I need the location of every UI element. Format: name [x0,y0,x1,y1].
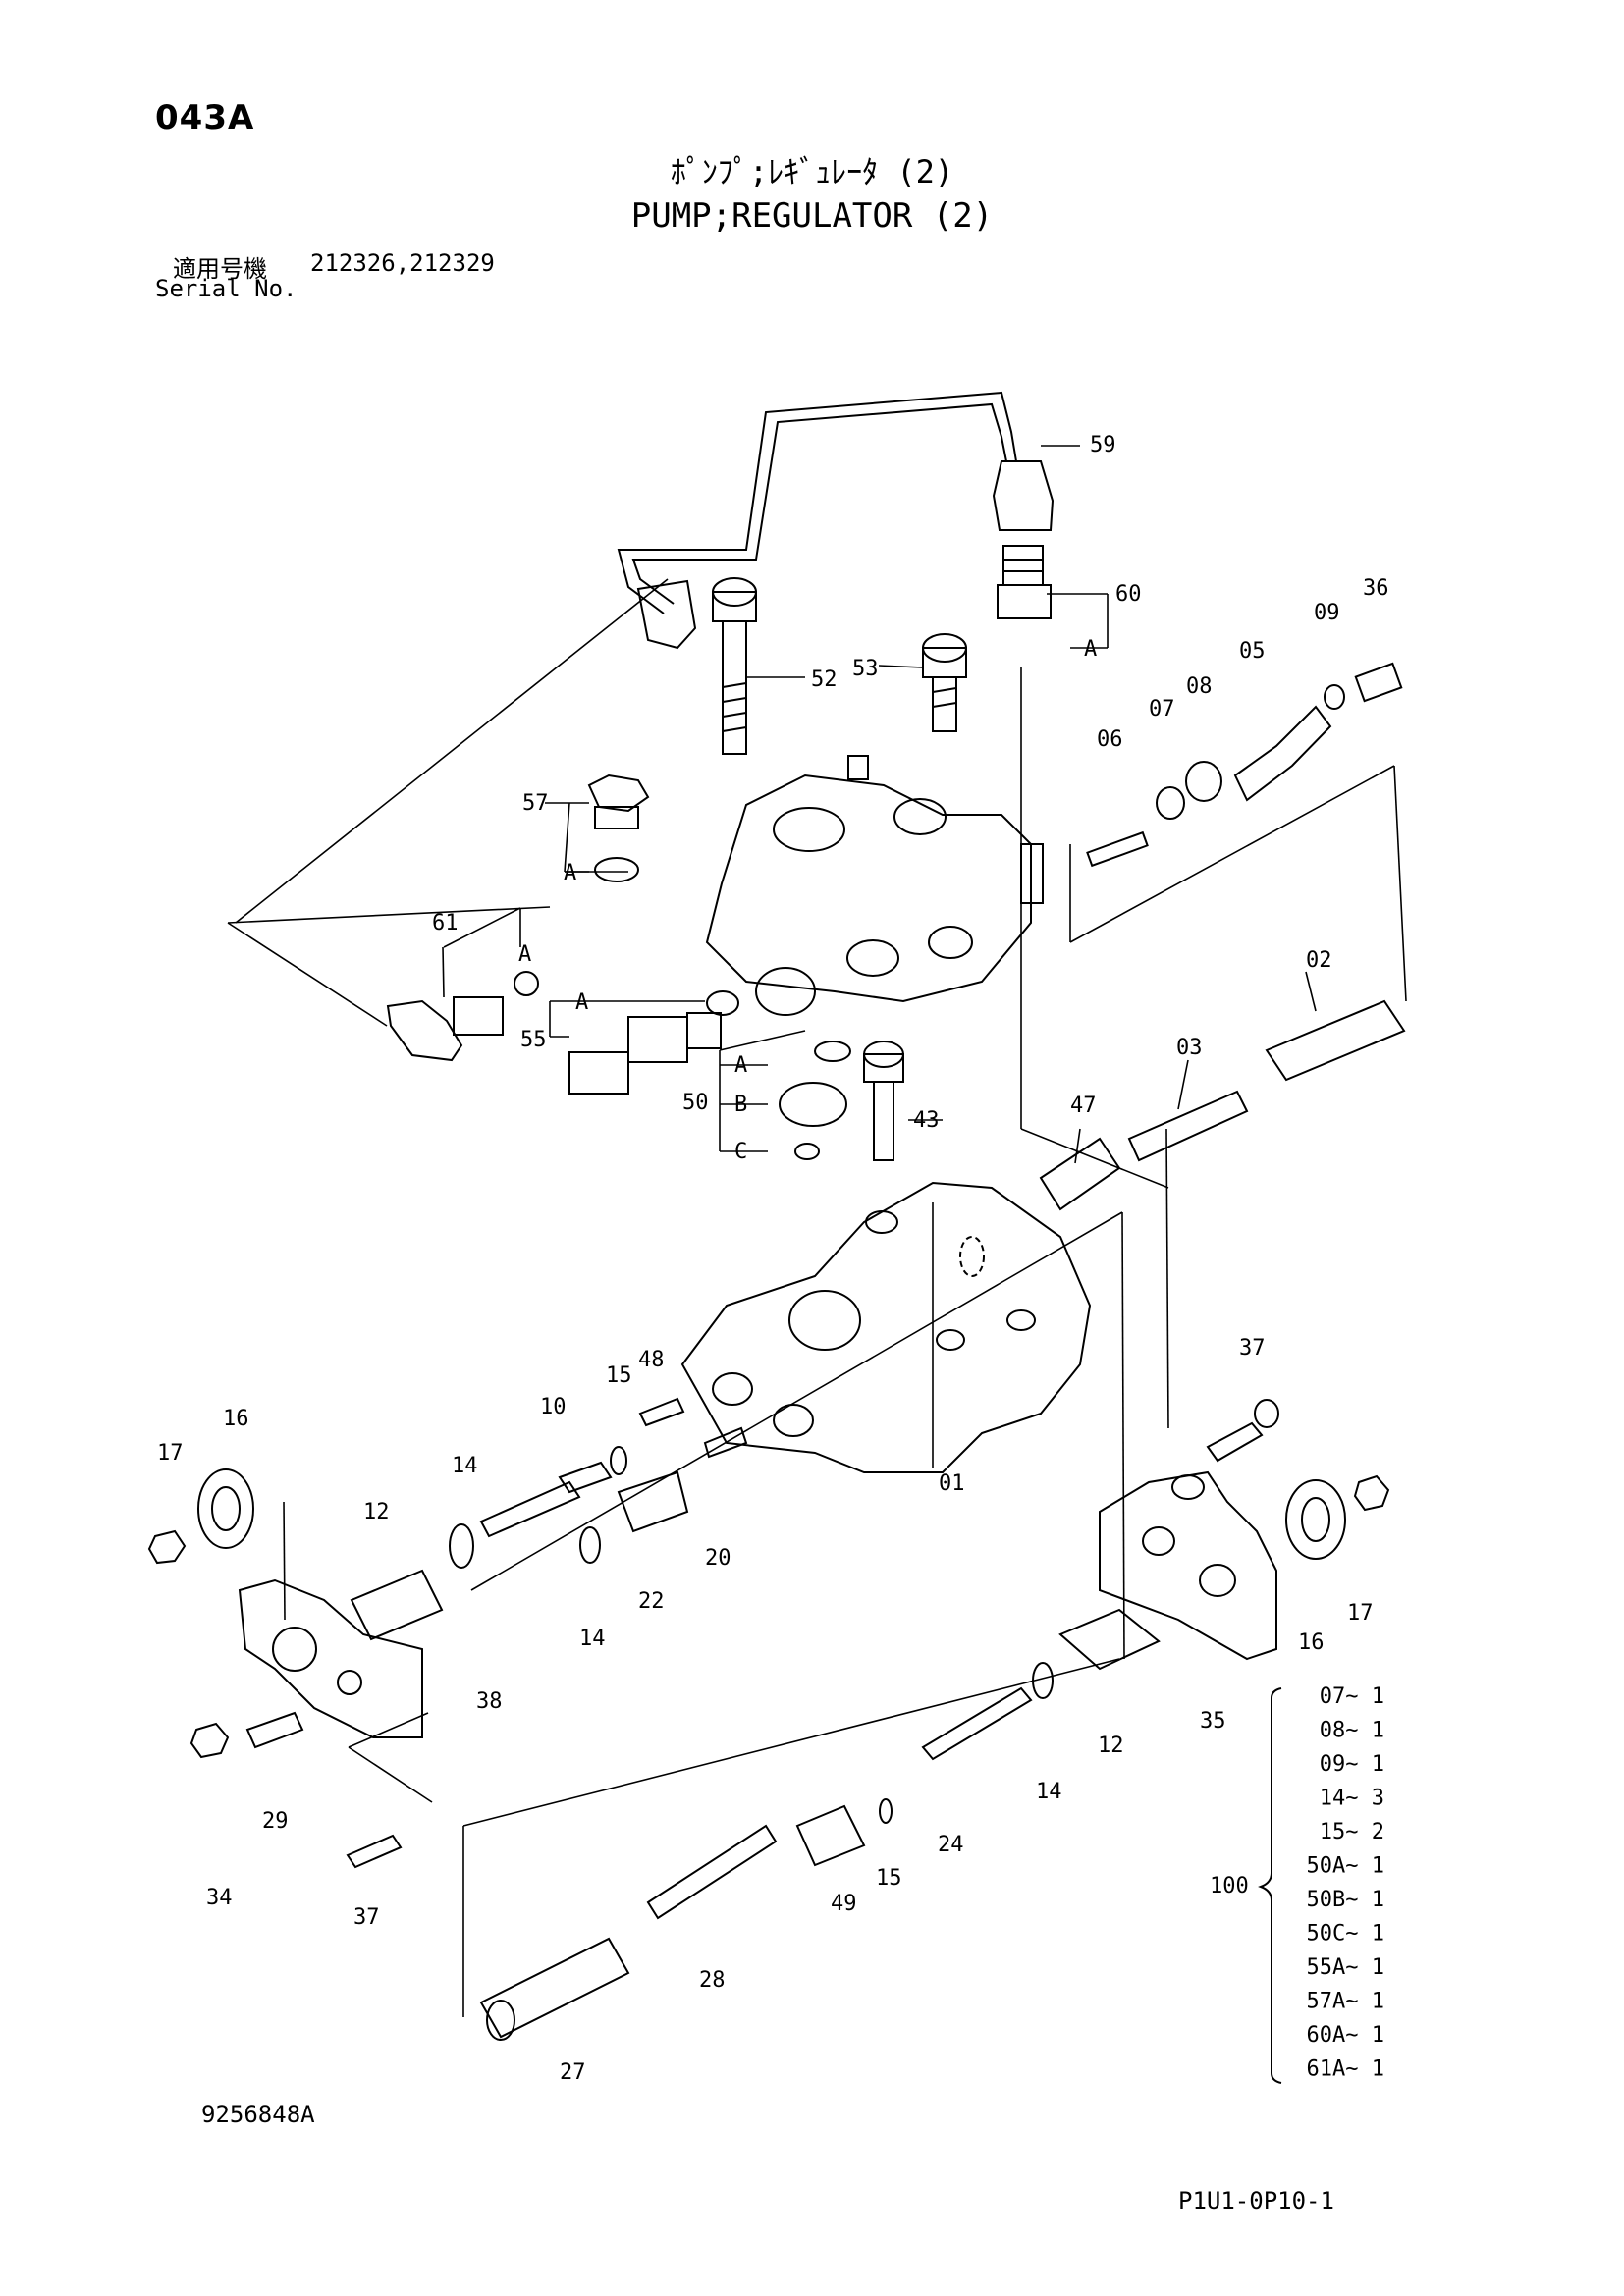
part-callout-47: 47 [1070,1094,1097,1118]
kit-item: 09~ 1 [1320,1752,1384,1777]
part-callout-16: 16 [1298,1630,1325,1655]
leader-lines [227,445,1407,2017]
part-callout-29: 29 [262,1809,289,1834]
serial-label: Serial No. [155,275,298,302]
part-callout-08: 08 [1186,674,1213,699]
page-title: PUMP;REGULATOR (2) [630,196,994,236]
part-callout-43: 43 [913,1108,940,1133]
part-callout-22: 22 [638,1589,665,1614]
part-callout-48: 48 [638,1348,665,1372]
pressure-sensor-55 [568,990,739,1095]
kit-item: 50A~ 1 [1307,1854,1384,1879]
part-callout-36: 36 [1363,576,1389,601]
sub-label-a: A [575,990,588,1015]
kit-item: 50B~ 1 [1307,1888,1384,1912]
kit-item: 60A~ 1 [1307,2023,1384,2048]
part-callout-15: 15 [876,1866,902,1891]
part-callout-05: 05 [1239,639,1266,664]
left-end-cap-parts [147,1397,748,1869]
kit-item: 61A~ 1 [1307,2057,1384,2082]
part-callout-49: 49 [831,1892,857,1916]
part-callout-12: 12 [1098,1734,1124,1758]
kit-item: 50C~ 1 [1307,1922,1384,1947]
kit-list: 100 [1210,1874,1249,1898]
regulator-main-body [680,1181,1092,1473]
part-callout-55: 55 [520,1028,547,1052]
kit-item: 57A~ 1 [1307,1990,1384,2014]
kit-brace [1258,1687,1282,2084]
sub-label-a: A [564,861,576,885]
lower-spool-parts [479,1608,1161,2041]
page-code: 043A [155,98,255,137]
part-callouts: 59 60 36 09 52 53 05 08 07 06 57 61 02 55 03 50 43 47 37 48… [157,433,1389,2085]
part-callout-34: 34 [206,1886,233,1910]
sub-label-a: A [734,1053,747,1078]
part-callout-61: 61 [432,911,459,935]
part-callout-59: 59 [1090,433,1116,457]
kit-items: 07~ 1 08~ 1 09~ 1 14~ 3 15~ 2 50A~ 1 50B~ 1 50C… [1307,1684,1384,2082]
part-callout-35: 35 [1200,1709,1226,1734]
serial-numbers: 212326,212329 [310,249,495,277]
part-callout-15: 15 [606,1363,632,1388]
part-callout-03: 03 [1176,1036,1203,1060]
o-ring-set-50 [779,1041,851,1160]
fitting-60 [997,545,1052,619]
spool-parts-upper-right [1086,662,1403,868]
drawing-number: 9256848A [201,2101,315,2128]
part-callout-16: 16 [223,1407,249,1431]
serial-label-japanese: 適用号機 [173,255,267,283]
kit-item: 15~ 2 [1320,1820,1384,1844]
part-callout-57: 57 [522,791,549,816]
kit-item: 14~ 3 [1320,1787,1384,1811]
part-callout-37: 37 [1239,1336,1266,1361]
part-callout-37: 37 [353,1905,380,1930]
sub-label-b: B [734,1093,747,1117]
sub-label-c: C [734,1140,747,1164]
part-callout-01: 01 [939,1471,965,1496]
part-callout-53: 53 [852,657,879,681]
kit-item: 55A~ 1 [1307,1955,1384,1980]
sub-label-a: A [518,942,531,967]
part-callout-38: 38 [476,1689,503,1714]
part-callout-24: 24 [938,1833,964,1857]
page-title-japanese: ﾎﾟﾝﾌﾟ;ﾚｷﾞｭﾚｰﾀ (2) [670,153,954,190]
elbow-fitting-61 [386,971,539,1062]
part-callout-02: 02 [1306,948,1332,973]
part-callout-60: 60 [1115,582,1142,607]
part-callout-14: 14 [1036,1780,1062,1804]
bolt-53 [922,633,967,732]
regulator-upper-body [705,755,1044,1016]
part-callout-20: 20 [705,1546,731,1571]
kit-number: 100 [1210,1874,1249,1898]
part-callout-50: 50 [682,1091,709,1115]
kit-item: 07~ 1 [1320,1684,1384,1709]
part-callout-17: 17 [157,1441,184,1466]
part-callout-14: 14 [579,1627,606,1651]
part-callout-07: 07 [1149,697,1175,721]
part-callout-10: 10 [540,1395,567,1419]
part-callout-12: 12 [363,1500,390,1524]
pipe-assembly [617,391,1055,650]
page-reference: P1U1-0P10-1 [1178,2187,1334,2215]
part-callout-27: 27 [560,2060,586,2085]
right-end-cap-parts [1099,1399,1390,1661]
part-callout-14: 14 [452,1454,478,1478]
part-callout-09: 09 [1314,601,1340,625]
part-callout-52: 52 [811,667,838,692]
bolt-52 [712,577,757,755]
part-callout-06: 06 [1097,727,1123,752]
bolt-43 [863,1041,904,1161]
sub-label-a: A [1084,637,1097,662]
kit-item: 08~ 1 [1320,1719,1384,1743]
plug-57 [587,774,650,882]
part-callout-17: 17 [1347,1601,1374,1626]
part-callout-28: 28 [699,1968,726,1993]
